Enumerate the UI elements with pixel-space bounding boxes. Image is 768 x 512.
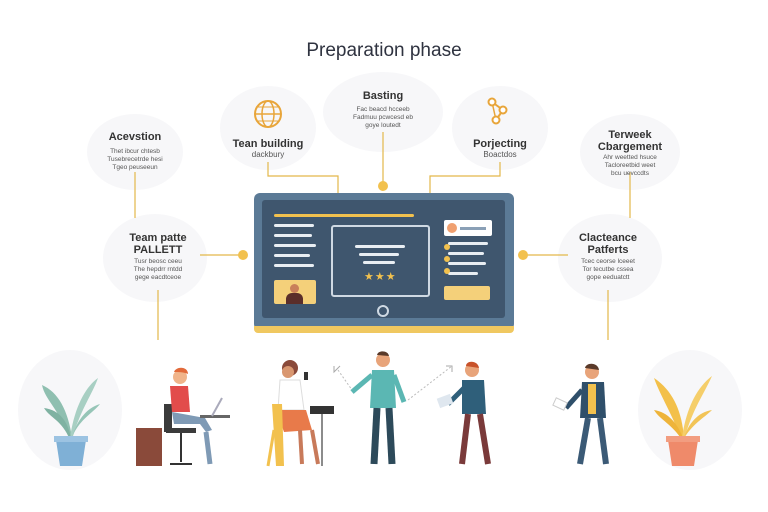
network-icon bbox=[487, 97, 508, 125]
node-label-team-building: Tean building bbox=[232, 138, 304, 150]
node-label-acevstion: Acevstion bbox=[108, 131, 162, 143]
person-desk bbox=[136, 367, 230, 466]
monitor-stand bbox=[254, 326, 514, 333]
node-desc-basting: Fac beacd hcceeb Fadmuu pcwcesd eb goye … bbox=[353, 106, 413, 129]
check-icon bbox=[444, 256, 450, 262]
profile-card bbox=[444, 220, 492, 236]
person-chair bbox=[266, 360, 334, 467]
check-icon bbox=[444, 268, 450, 274]
page-title: Preparation phase bbox=[306, 40, 462, 61]
person-right bbox=[552, 363, 609, 465]
node-label-terweek: Terweek Cbargement bbox=[597, 129, 663, 153]
node-desc-terweek: Ahr weetted hsuce Tacloreetbid weet bcu … bbox=[603, 154, 657, 177]
node-label-porjecting: Porjecting bbox=[473, 138, 527, 150]
person-tablet bbox=[436, 361, 491, 465]
node-desc-acevstion: Thet ibcur chtesb Tusebrecetrde hesi Tge… bbox=[107, 148, 163, 171]
person-center bbox=[333, 351, 453, 465]
node-desc-team-patte: Tusr beosc ceeu The hepdrr rntdd gege ea… bbox=[133, 258, 183, 281]
node-sub-team-building: dackbury bbox=[251, 150, 285, 159]
plant-left bbox=[42, 378, 100, 466]
screen-content-card bbox=[331, 225, 430, 297]
screen-action-button bbox=[444, 286, 490, 300]
check-icon bbox=[444, 244, 450, 250]
node-desc-clacteance: Tcec ceorse lceeet Tor tecutbe cssea gop… bbox=[581, 258, 635, 281]
rating-stars: ★★★ bbox=[364, 271, 397, 283]
plant-right bbox=[654, 376, 712, 466]
node-label-clacteance: Clacteance Patferts bbox=[578, 232, 638, 256]
node-sub-porjecting: Boactdos bbox=[483, 150, 517, 159]
globe-icon bbox=[254, 100, 282, 128]
node-label-basting: Basting bbox=[362, 90, 404, 102]
screen-nav-dot bbox=[377, 305, 389, 317]
video-thumbnail bbox=[274, 280, 316, 304]
node-label-team-patte: Team patte PALLETT bbox=[129, 232, 187, 256]
